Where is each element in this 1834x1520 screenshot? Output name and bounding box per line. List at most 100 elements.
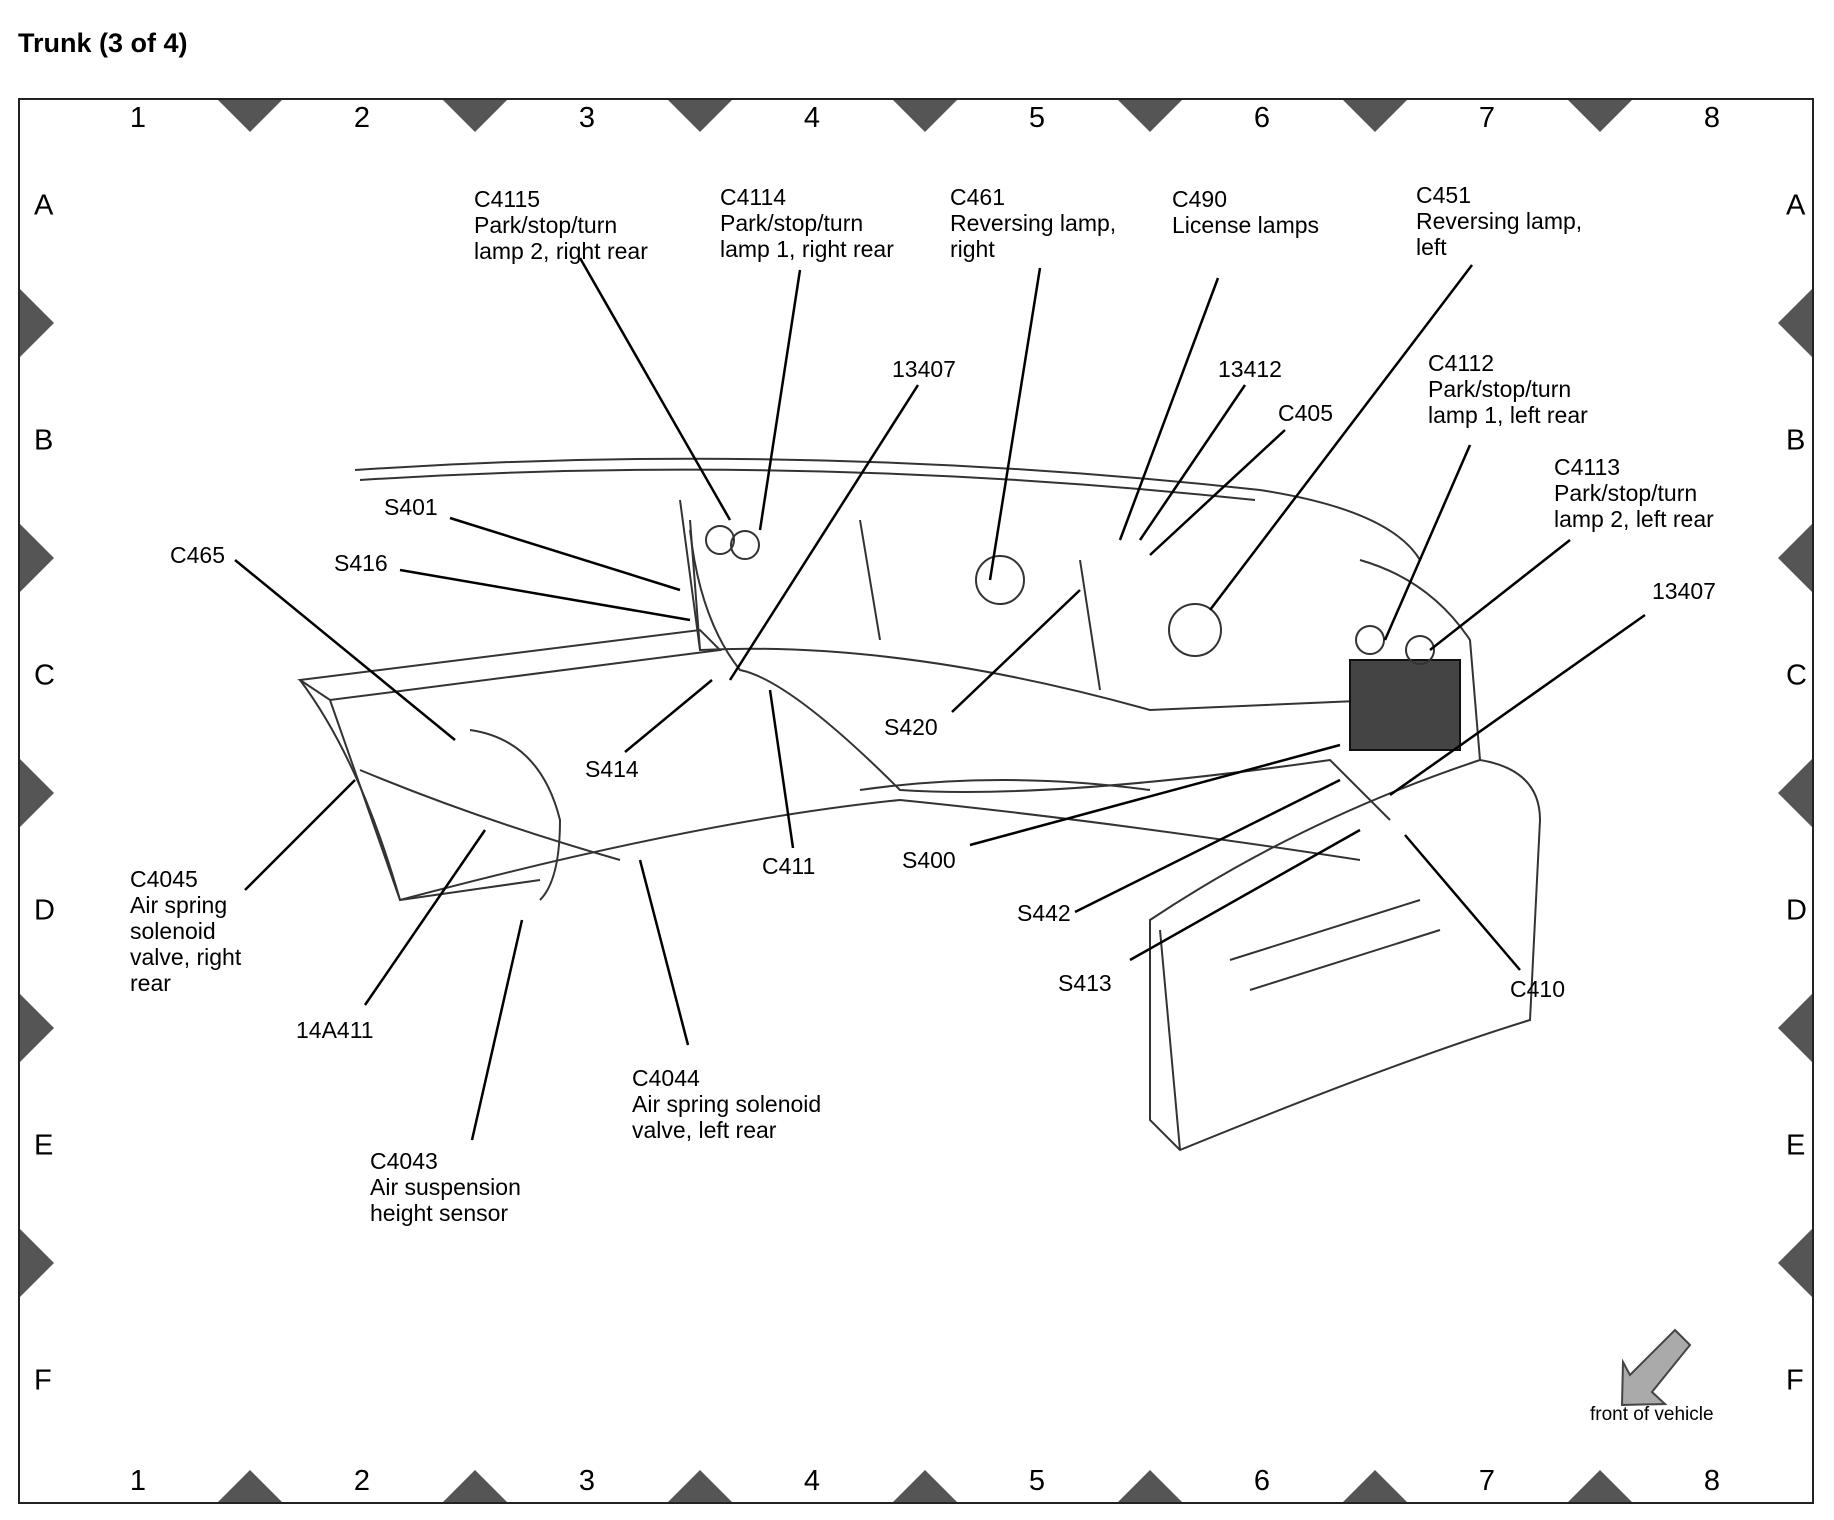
leader-c4043 bbox=[470, 919, 524, 1141]
grid-row-right: E bbox=[1786, 1129, 1806, 1162]
grid-marker bbox=[1343, 100, 1407, 132]
leader-13412 bbox=[1138, 384, 1247, 541]
grid-column-top: 2 bbox=[353, 102, 371, 134]
callout-line: lamp 2, right rear bbox=[474, 238, 648, 264]
grid-row-left: D bbox=[34, 894, 55, 927]
callout-line: License lamps bbox=[1172, 212, 1320, 238]
grid-marker bbox=[20, 994, 54, 1062]
leader-c4113 bbox=[1429, 539, 1571, 651]
grid-column-top: 8 bbox=[1703, 102, 1721, 134]
grid-column-bottom: 7 bbox=[1478, 1465, 1496, 1497]
leader-s442 bbox=[1074, 778, 1341, 914]
callout-line: Air spring solenoid bbox=[632, 1091, 822, 1117]
callout-line: rear bbox=[130, 970, 171, 996]
callout-s442: S442 bbox=[1017, 900, 1071, 926]
callout-line: C4045 bbox=[130, 866, 198, 892]
callout-line: S401 bbox=[384, 494, 438, 520]
leader-13407b bbox=[1389, 613, 1646, 797]
leader-c405 bbox=[1149, 429, 1286, 556]
grid-column-bottom: 8 bbox=[1703, 1465, 1721, 1497]
callout-line: 13407 bbox=[1652, 578, 1716, 604]
callout-c410: C410 bbox=[1510, 976, 1565, 1002]
callout-line: S413 bbox=[1058, 970, 1112, 996]
grid-row-right: D bbox=[1786, 894, 1807, 927]
callout-line: C4044 bbox=[632, 1065, 700, 1091]
callout-line: valve, left rear bbox=[632, 1117, 777, 1143]
grid-marker bbox=[1118, 100, 1182, 132]
callout-line: C490 bbox=[1172, 186, 1227, 212]
grid-column-top: 4 bbox=[803, 102, 821, 134]
grid-marker bbox=[1568, 1470, 1632, 1502]
callout-p13412: 13412 bbox=[1218, 356, 1282, 382]
callout-line: height sensor bbox=[370, 1200, 509, 1226]
callout-line: Air suspension bbox=[370, 1174, 521, 1200]
leader-c4114 bbox=[758, 269, 802, 531]
grid-marker bbox=[443, 1470, 507, 1502]
leader-c4045 bbox=[244, 779, 356, 891]
callout-s401: S401 bbox=[384, 494, 438, 520]
grid-row-left: A bbox=[34, 189, 54, 222]
callout-p13407b: 13407 bbox=[1652, 578, 1716, 604]
grid-marker bbox=[668, 100, 732, 132]
callout-line: C465 bbox=[170, 542, 225, 568]
grid-column-bottom: 6 bbox=[1253, 1465, 1271, 1497]
grid-marker bbox=[1118, 1470, 1182, 1502]
callout-line: Reversing lamp, bbox=[1416, 208, 1583, 234]
grid-column-bottom: 5 bbox=[1028, 1465, 1046, 1497]
callout-line: Park/stop/turn bbox=[720, 210, 864, 236]
callout-s400: S400 bbox=[902, 847, 956, 873]
callout-s413: S413 bbox=[1058, 970, 1112, 996]
callout-line: C410 bbox=[1510, 976, 1565, 1002]
grid-marker bbox=[668, 1470, 732, 1502]
callout-line: S420 bbox=[884, 714, 938, 740]
leader-c411 bbox=[768, 689, 795, 849]
callout-s420: S420 bbox=[884, 714, 938, 740]
callout-line: S442 bbox=[1017, 900, 1071, 926]
callout-line: Park/stop/turn bbox=[474, 212, 618, 238]
grid-row-left: B bbox=[34, 424, 54, 457]
grid-marker bbox=[20, 289, 54, 357]
grid-marker bbox=[1778, 289, 1812, 357]
leader-13407a bbox=[728, 384, 920, 681]
callout-line: left bbox=[1416, 234, 1447, 260]
leader-c490 bbox=[1118, 277, 1220, 541]
leader-c4115 bbox=[578, 257, 732, 521]
callout-p13407a: 13407 bbox=[892, 356, 956, 382]
callout-line: S416 bbox=[334, 550, 388, 576]
leader-c461 bbox=[988, 267, 1042, 581]
grid-marker bbox=[218, 1470, 282, 1502]
grid-row-right: C bbox=[1786, 659, 1807, 692]
grid-column-bottom: 2 bbox=[353, 1465, 371, 1497]
callout-line: C405 bbox=[1278, 400, 1333, 426]
callout-c405: C405 bbox=[1278, 400, 1333, 426]
callout-line: C4112 bbox=[1428, 350, 1495, 376]
callout-line: right bbox=[950, 236, 995, 262]
grid-marker bbox=[443, 100, 507, 132]
grid-column-top: 6 bbox=[1253, 102, 1271, 134]
grid-column-bottom: 4 bbox=[803, 1465, 821, 1497]
callout-line: solenoid bbox=[130, 918, 216, 944]
callout-line: S400 bbox=[902, 847, 956, 873]
grid-marker bbox=[1778, 1229, 1812, 1297]
callout-s416: S416 bbox=[334, 550, 388, 576]
callout-c465: C465 bbox=[170, 542, 225, 568]
callout-line: Park/stop/turn bbox=[1554, 480, 1698, 506]
leader-s420 bbox=[951, 589, 1081, 713]
grid-row-right: B bbox=[1786, 424, 1806, 457]
grid-marker bbox=[1778, 994, 1812, 1062]
page-title: Trunk (3 of 4) bbox=[18, 28, 188, 58]
grid-row-left: E bbox=[34, 1129, 54, 1162]
grid-marker bbox=[20, 1229, 54, 1297]
grid-marker bbox=[20, 759, 54, 827]
leader-s413 bbox=[1129, 828, 1361, 962]
callout-line: C4115 bbox=[474, 186, 541, 212]
callout-line: 13407 bbox=[892, 356, 956, 382]
grid-marker bbox=[1778, 759, 1812, 827]
